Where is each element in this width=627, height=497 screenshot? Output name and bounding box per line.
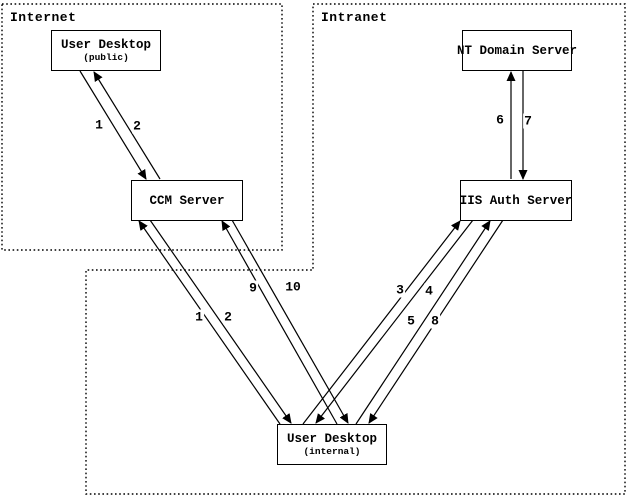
node-nt-domain-server: NT Domain Server bbox=[457, 30, 577, 71]
arrow-2-ccm-to-internaldesktop bbox=[149, 219, 292, 424]
node-subtitle: (internal) bbox=[303, 446, 361, 457]
arrow-label-step-7: 7 bbox=[523, 113, 533, 129]
arrow-label-step-2-public: 2 bbox=[132, 118, 142, 134]
region-intranet-border bbox=[85, 3, 626, 495]
node-user-desktop-internal: User Desktop (internal) bbox=[277, 424, 387, 465]
arrow-label-step-2-internal: 2 bbox=[223, 309, 233, 325]
arrow-label-step-1-internal: 1 bbox=[194, 309, 204, 325]
node-user-desktop-public: User Desktop (public) bbox=[51, 30, 161, 71]
arrow-label-step-6: 6 bbox=[495, 112, 505, 128]
node-title: NT Domain Server bbox=[456, 43, 578, 58]
region-internet-border bbox=[1, 3, 283, 251]
region-label-intranet: Intranet bbox=[321, 10, 388, 25]
arrow-2-ccm-to-publicdesktop bbox=[93, 71, 161, 180]
arrow-5-internaldesktop-to-iis bbox=[355, 220, 491, 425]
node-title: IIS Auth Server bbox=[459, 193, 573, 208]
arrow-label-step-1-public: 1 bbox=[94, 117, 104, 133]
region-label-internet: Internet bbox=[10, 10, 77, 25]
node-title: User Desktop bbox=[286, 432, 377, 446]
node-title: User Desktop bbox=[60, 38, 151, 52]
arrow-label-step-10: 10 bbox=[284, 279, 302, 295]
arrow-4-iis-to-internaldesktop bbox=[315, 219, 474, 424]
arrow-1-internaldesktop-to-ccm bbox=[138, 220, 281, 425]
arrow-9-internaldesktop-to-ccm bbox=[221, 220, 338, 425]
node-title: CCM Server bbox=[149, 193, 225, 208]
arrow-label-step-9: 9 bbox=[248, 280, 258, 296]
arrow-label-step-5: 5 bbox=[406, 313, 416, 329]
arrow-10-ccm-to-internaldesktop bbox=[231, 219, 349, 424]
arrow-3-internaldesktop-to-iis bbox=[302, 220, 461, 425]
arrow-label-step-8: 8 bbox=[430, 313, 440, 329]
node-ccm-server: CCM Server bbox=[131, 180, 243, 221]
arrow-1-publicdesktop-to-ccm bbox=[79, 70, 147, 180]
node-iis-auth-server: IIS Auth Server bbox=[460, 180, 572, 221]
arrow-label-step-4: 4 bbox=[424, 283, 434, 299]
arrow-label-step-3: 3 bbox=[395, 282, 405, 298]
node-subtitle: (public) bbox=[83, 52, 129, 63]
